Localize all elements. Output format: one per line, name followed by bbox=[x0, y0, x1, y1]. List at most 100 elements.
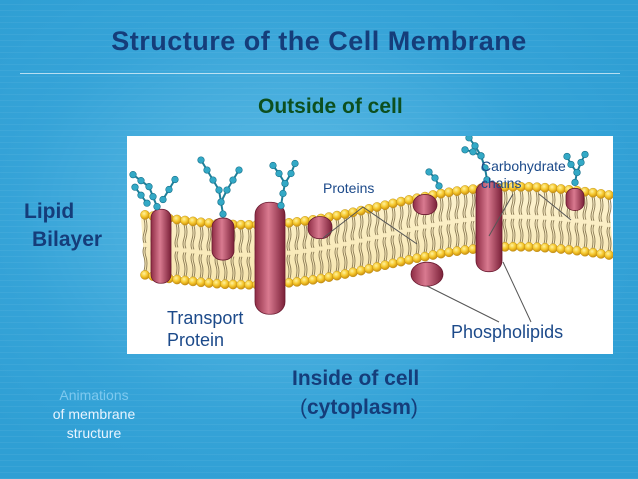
phospholipids-label: Phospholipids bbox=[451, 322, 564, 342]
phospholipid-head-inner bbox=[548, 243, 558, 254]
peripheral-protein-small bbox=[307, 216, 333, 240]
transport-label-line2: Protein bbox=[167, 330, 225, 350]
lipid-tail-upper bbox=[144, 218, 148, 244]
carb-top-branch-bead bbox=[223, 186, 231, 194]
lipid-tail-upper bbox=[558, 192, 562, 218]
membrane-illustration bbox=[129, 134, 614, 323]
carb-pointer-left bbox=[488, 193, 514, 237]
lipid-tail-lower bbox=[318, 250, 322, 275]
carb-top-bead bbox=[215, 186, 223, 194]
phospholipid-head-inner bbox=[388, 258, 398, 269]
phospholipid-pointer-right bbox=[502, 261, 532, 323]
phospholipid-head-inner bbox=[316, 273, 326, 284]
lipid-tail-lower bbox=[382, 237, 386, 262]
lipid-tail-lower bbox=[302, 252, 306, 278]
carb-far-right-branch-bead bbox=[567, 160, 575, 169]
lipid-tail-lower bbox=[566, 221, 570, 246]
phospholipid-head-inner bbox=[556, 244, 566, 254]
lipid-tail-lower bbox=[376, 238, 380, 264]
lipid-tail-lower bbox=[350, 244, 354, 269]
lipid-tail-lower bbox=[334, 247, 338, 272]
carb-far-left-bead bbox=[131, 183, 139, 191]
phospholipid-head-inner bbox=[412, 253, 422, 263]
lipid-tail-upper bbox=[352, 216, 356, 241]
lipid-tail-lower bbox=[464, 221, 468, 247]
phospholipid-head-outer bbox=[444, 187, 454, 198]
lipid-label-line1: Lipid bbox=[24, 200, 75, 223]
lipid-tail-upper bbox=[544, 191, 548, 216]
lipid-tail-lower bbox=[190, 253, 194, 278]
carbohydrate-label-line2: chains bbox=[481, 175, 522, 191]
lipid-tail-lower bbox=[344, 245, 348, 271]
lipid-tail-lower bbox=[326, 248, 330, 274]
lipid-tail-upper bbox=[366, 212, 370, 238]
lipid-tail-upper bbox=[240, 228, 244, 253]
lipid-tail-upper bbox=[350, 216, 354, 241]
lipid-tail-lower bbox=[568, 221, 572, 246]
lipid-tail-upper bbox=[238, 228, 242, 253]
lipid-tail-upper bbox=[600, 197, 604, 223]
lipid-tail-upper bbox=[400, 205, 404, 230]
lipid-tail-lower bbox=[288, 254, 292, 279]
carb-far-right-stem bbox=[574, 154, 586, 183]
lipid-tail-lower bbox=[574, 222, 578, 247]
lipid-tail-upper bbox=[582, 195, 586, 220]
carb-mid-bead bbox=[425, 168, 433, 176]
lipid-tail-upper bbox=[358, 214, 362, 239]
lipid-tail-lower bbox=[526, 218, 530, 244]
transport-protein bbox=[254, 201, 286, 315]
carb-transport-branch-bead bbox=[269, 161, 277, 170]
carb-far-left-bead bbox=[137, 191, 145, 199]
lipid-tail-upper bbox=[454, 194, 458, 220]
lipid-tail-lower bbox=[342, 245, 346, 271]
lipid-tail-upper bbox=[182, 224, 186, 249]
lipid-tail-upper bbox=[438, 197, 442, 222]
lipid-tail-lower bbox=[240, 256, 244, 281]
carb-top-bead bbox=[203, 166, 211, 174]
integral-protein-right bbox=[475, 181, 503, 273]
animations-link[interactable]: Animations bbox=[59, 387, 129, 403]
lipid-tail-lower bbox=[504, 218, 508, 244]
lipid-tail-lower bbox=[246, 256, 250, 281]
lipid-tail-upper bbox=[390, 207, 394, 232]
carb-far-right-branch-bead bbox=[573, 168, 581, 177]
lipid-tail-upper bbox=[542, 191, 546, 216]
lipid-tail-lower bbox=[430, 226, 434, 252]
lipid-tail-lower bbox=[310, 251, 314, 276]
lipid-tail-lower bbox=[214, 255, 218, 280]
lipid-tail-upper bbox=[302, 224, 306, 250]
phospholipid-head-inner bbox=[332, 270, 342, 281]
carb-top-branch-bead bbox=[217, 198, 225, 206]
lipid-tail-lower bbox=[296, 253, 300, 279]
lipid-tail-lower bbox=[398, 233, 402, 258]
lipid-tail-lower bbox=[606, 226, 610, 252]
lipid-tail-lower bbox=[184, 252, 188, 277]
phospholipid-head-outer bbox=[172, 214, 182, 225]
lipid-tail-lower bbox=[590, 224, 594, 249]
carb-right-branch-bead bbox=[477, 152, 485, 160]
lipid-tail-upper bbox=[606, 198, 610, 224]
carb-top-branch-stem bbox=[220, 169, 240, 203]
phospholipid-head-inner bbox=[212, 278, 222, 289]
lipid-tail-lower bbox=[422, 228, 426, 253]
phospholipid-head-inner bbox=[572, 245, 582, 256]
transport-protein-label: Transport Protein bbox=[167, 307, 243, 351]
lipid-tail-upper bbox=[382, 209, 386, 234]
phospholipid-head-inner bbox=[428, 250, 438, 260]
phospholipid-head-inner bbox=[348, 267, 358, 278]
lipid-tail-upper bbox=[406, 203, 410, 229]
carb-top-bead bbox=[219, 210, 227, 218]
lipid-tail-lower bbox=[416, 230, 420, 255]
lipid-tail-upper bbox=[336, 219, 340, 244]
lipid-tail-upper bbox=[200, 226, 204, 251]
lipid-tail-upper bbox=[512, 190, 516, 215]
phospholipid-head-outer bbox=[380, 200, 390, 210]
carb-far-left-bead bbox=[143, 199, 151, 207]
lipid-tail-upper bbox=[592, 196, 596, 221]
phospholipid-head-outer bbox=[396, 196, 406, 207]
phospholipid-head-inner bbox=[340, 269, 350, 279]
lipid-label-line2: Bilayer bbox=[32, 228, 103, 251]
cytoplasm-word: cytoplasm bbox=[307, 396, 411, 419]
lipid-tail-lower bbox=[238, 256, 242, 281]
lipid-tail-lower bbox=[542, 219, 546, 244]
